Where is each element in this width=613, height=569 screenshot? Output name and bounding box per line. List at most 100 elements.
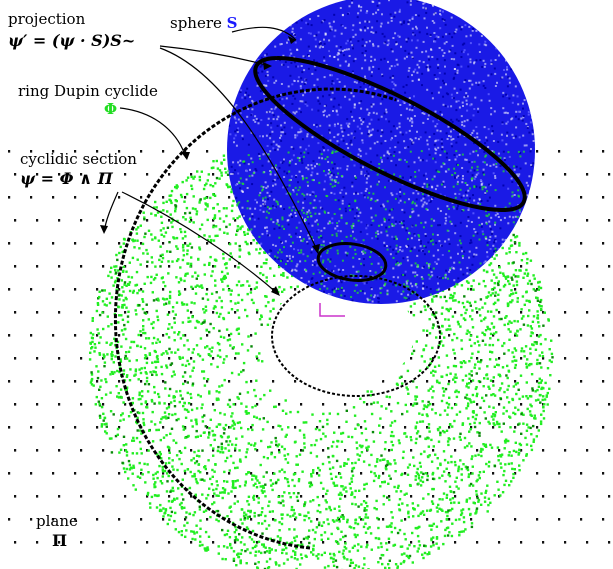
cyclide-point	[257, 359, 260, 362]
cyclide-point	[110, 357, 113, 361]
plane-point	[162, 472, 165, 475]
cyclide-point	[147, 449, 150, 452]
cyclide-point	[374, 465, 377, 468]
cyclide-point	[477, 360, 480, 363]
cyclide-point	[422, 329, 425, 332]
cyclide-point	[150, 212, 153, 215]
cyclide-point	[354, 535, 357, 539]
cyclide-point	[363, 557, 366, 560]
cyclide-point	[128, 463, 132, 467]
cyclide-point	[198, 248, 202, 251]
cyclide-point	[167, 336, 171, 339]
plane-point	[190, 403, 193, 406]
cyclide-point	[477, 474, 481, 477]
plane-point	[14, 403, 17, 406]
sphere-point	[235, 9, 238, 12]
cyclide-point	[124, 337, 128, 341]
cyclide-point	[321, 425, 325, 429]
cyclide-point	[245, 473, 248, 476]
sphere-point	[395, 247, 398, 250]
cyclide-point	[230, 190, 233, 194]
cyclide-point	[501, 246, 504, 250]
cyclide-point	[488, 387, 491, 390]
cyclide-point	[447, 382, 450, 386]
cyclide-point	[360, 432, 364, 435]
cyclide-point	[257, 522, 260, 525]
plane-point	[580, 518, 583, 521]
cyclide-point	[312, 544, 315, 547]
cyclide-point	[164, 302, 168, 305]
cyclide-point	[391, 516, 394, 519]
sphere-point	[266, 230, 269, 233]
cyclide-point	[160, 233, 163, 236]
plane-point	[8, 518, 11, 521]
cyclide-point	[191, 384, 194, 387]
cyclide-point	[253, 511, 256, 515]
cyclide-point	[257, 561, 260, 564]
cyclide-point	[282, 274, 285, 277]
cyclide-point	[528, 279, 531, 283]
cyclide-point	[118, 451, 121, 454]
cyclide-point	[496, 282, 500, 285]
cyclide-point	[97, 400, 100, 403]
cyclide-point	[514, 236, 517, 239]
cyclide-point	[400, 375, 403, 378]
cyclide-point	[245, 380, 248, 384]
sphere-point	[415, 189, 418, 192]
cyclide-point	[128, 261, 131, 264]
sphere-point	[278, 227, 281, 229]
cyclide-point	[375, 499, 378, 503]
sphere-point	[237, 1, 240, 4]
plane-point	[360, 472, 363, 475]
cyclide-point	[431, 369, 435, 373]
cyclide-point	[177, 417, 180, 421]
cyclide-point	[308, 481, 311, 485]
plane-point	[80, 541, 83, 544]
cyclide-point	[105, 341, 108, 344]
cyclide-point	[150, 275, 153, 279]
plane-point	[146, 495, 149, 498]
cyclide-point	[117, 269, 120, 272]
cyclide-point	[146, 491, 150, 495]
plane-point	[74, 518, 77, 521]
cyclide-point	[500, 382, 504, 385]
cyclide-point	[281, 499, 284, 502]
cyclide-point	[439, 433, 442, 437]
cyclide-point	[370, 470, 373, 474]
cyclide-point	[195, 531, 199, 534]
cyclide-point	[445, 328, 448, 332]
cyclide-point	[489, 262, 493, 265]
cyclide-point	[247, 471, 251, 474]
cyclide-point	[259, 513, 263, 517]
cyclide-point	[138, 368, 141, 371]
cyclide-point	[503, 323, 506, 327]
cyclide-point	[234, 302, 237, 305]
cyclide-point	[153, 483, 156, 486]
cyclide-point	[186, 391, 189, 395]
cyclide-point	[121, 412, 124, 415]
cyclide-point	[109, 391, 112, 394]
cyclide-point	[226, 272, 229, 275]
cyclide-point	[133, 374, 136, 377]
cyclide-point	[115, 288, 118, 291]
sphere-point	[311, 264, 314, 266]
plane-point	[162, 288, 165, 291]
cyclide-point	[309, 451, 313, 455]
cyclide-point	[530, 444, 533, 448]
sphere-point	[426, 139, 429, 142]
cyclide-point	[417, 474, 421, 477]
cyclide-point	[267, 301, 270, 304]
cyclide-point	[452, 299, 455, 302]
sphere-point	[475, 16, 478, 18]
cyclide-point	[518, 241, 521, 245]
cyclide-point	[187, 348, 190, 351]
cyclide-point	[278, 470, 281, 473]
cyclide-point	[153, 391, 156, 394]
cyclide-point	[363, 483, 366, 486]
cyclide-point	[212, 160, 215, 163]
sphere-point	[531, 78, 534, 81]
cyclide-point	[419, 452, 423, 456]
cyclide-point	[217, 315, 221, 318]
cyclide-point	[411, 561, 414, 564]
cyclide-point	[469, 482, 473, 486]
